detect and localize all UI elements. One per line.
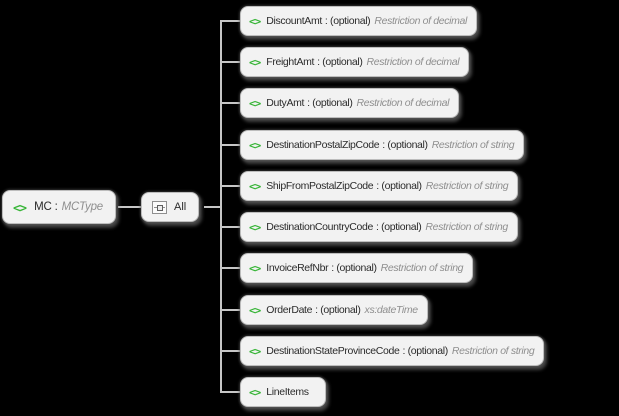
connector-stub bbox=[220, 391, 240, 393]
root-type: MCType bbox=[61, 201, 104, 213]
connector-stub bbox=[220, 350, 240, 352]
connector-root-to-all bbox=[118, 206, 141, 208]
node-orderdate[interactable]: <> OrderDate : (optional) xs:dateTime bbox=[240, 295, 428, 325]
element-type: Restriction of decimal bbox=[356, 97, 450, 109]
element-name: FreightAmt bbox=[266, 56, 315, 68]
element-name: OrderDate bbox=[266, 304, 313, 316]
connector-stub bbox=[220, 185, 240, 187]
connector-stub bbox=[220, 20, 240, 22]
node-all-compositor[interactable]: All bbox=[141, 192, 200, 222]
element-name: DestinationPostalZipCode bbox=[266, 139, 380, 151]
connector-stub bbox=[220, 226, 240, 228]
node-destinationpostalzipcode[interactable]: <> DestinationPostalZipCode : (optional)… bbox=[240, 130, 525, 160]
element-type: Restriction of string bbox=[425, 180, 509, 192]
element-icon: <> bbox=[249, 96, 261, 110]
element-occurrence: : (optional) bbox=[331, 262, 377, 274]
element-name: InvoiceRefNbr bbox=[266, 262, 329, 274]
element-name: DiscountAmt bbox=[266, 15, 322, 27]
element-name: LineItems bbox=[266, 386, 309, 398]
node-discountamt[interactable]: <> DiscountAmt : (optional) Restriction … bbox=[240, 6, 478, 36]
element-icon: <> bbox=[249, 138, 261, 152]
element-occurrence: : (optional) bbox=[324, 15, 371, 27]
element-name: DestinationStateProvinceCode bbox=[266, 345, 400, 357]
element-name: DestinationCountryCode bbox=[266, 221, 373, 233]
node-invoicerefnbr[interactable]: <> InvoiceRefNbr : (optional) Restrictio… bbox=[240, 253, 474, 283]
element-icon: <> bbox=[249, 344, 261, 358]
element-icon: <> bbox=[249, 220, 261, 234]
element-type: xs:dateTime bbox=[364, 304, 419, 316]
element-icon: <> bbox=[249, 55, 261, 69]
element-type: Restriction of string bbox=[425, 221, 508, 233]
element-type: Restriction of string bbox=[380, 262, 464, 274]
element-icon: <> bbox=[249, 14, 261, 28]
connector-stub bbox=[220, 309, 240, 311]
element-icon: <> bbox=[249, 385, 261, 399]
node-mc-root[interactable]: <> MC : MCType bbox=[2, 190, 116, 224]
connector-stub bbox=[220, 61, 240, 63]
connector-stub bbox=[220, 267, 240, 269]
element-occurrence: : (optional) bbox=[375, 221, 422, 233]
element-occurrence: : (optional) bbox=[307, 97, 353, 109]
node-destinationstateprovincecode[interactable]: <> DestinationStateProvinceCode : (optio… bbox=[240, 336, 545, 366]
element-type: Restriction of decimal bbox=[366, 56, 460, 68]
connector-trunk bbox=[220, 20, 222, 393]
element-icon: <> bbox=[249, 303, 261, 317]
node-freightamt[interactable]: <> FreightAmt : (optional) Restriction o… bbox=[240, 47, 470, 77]
element-occurrence: : (optional) bbox=[315, 304, 361, 316]
element-occurrence: : (optional) bbox=[402, 345, 448, 357]
element-type: Restriction of decimal bbox=[374, 15, 468, 27]
element-icon: <> bbox=[249, 261, 261, 275]
root-name: MC bbox=[34, 201, 52, 213]
element-occurrence: : (optional) bbox=[317, 56, 363, 68]
element-name: DutyAmt bbox=[266, 97, 305, 109]
element-icon: <> bbox=[249, 179, 261, 193]
connector-all-to-trunk bbox=[204, 206, 222, 208]
element-name: ShipFromPostalZipCode bbox=[266, 180, 374, 192]
connector-stub bbox=[220, 102, 240, 104]
root-separator: : bbox=[54, 201, 58, 213]
element-icon: <> bbox=[13, 199, 27, 215]
node-dutyamt[interactable]: <> DutyAmt : (optional) Restriction of d… bbox=[240, 88, 460, 118]
all-label: All bbox=[174, 201, 187, 213]
element-occurrence: : (optional) bbox=[376, 180, 422, 192]
connector-stub bbox=[220, 144, 240, 146]
element-type: Restriction of string bbox=[431, 139, 515, 151]
node-shipfrompostalzipcode[interactable]: <> ShipFromPostalZipCode : (optional) Re… bbox=[240, 171, 519, 201]
all-compositor-icon bbox=[152, 200, 167, 214]
node-lineitems[interactable]: <> LineItems bbox=[240, 377, 326, 407]
element-occurrence: : (optional) bbox=[382, 139, 428, 151]
node-destinationcountrycode[interactable]: <> DestinationCountryCode : (optional) R… bbox=[240, 212, 518, 242]
element-type: Restriction of string bbox=[451, 345, 535, 357]
